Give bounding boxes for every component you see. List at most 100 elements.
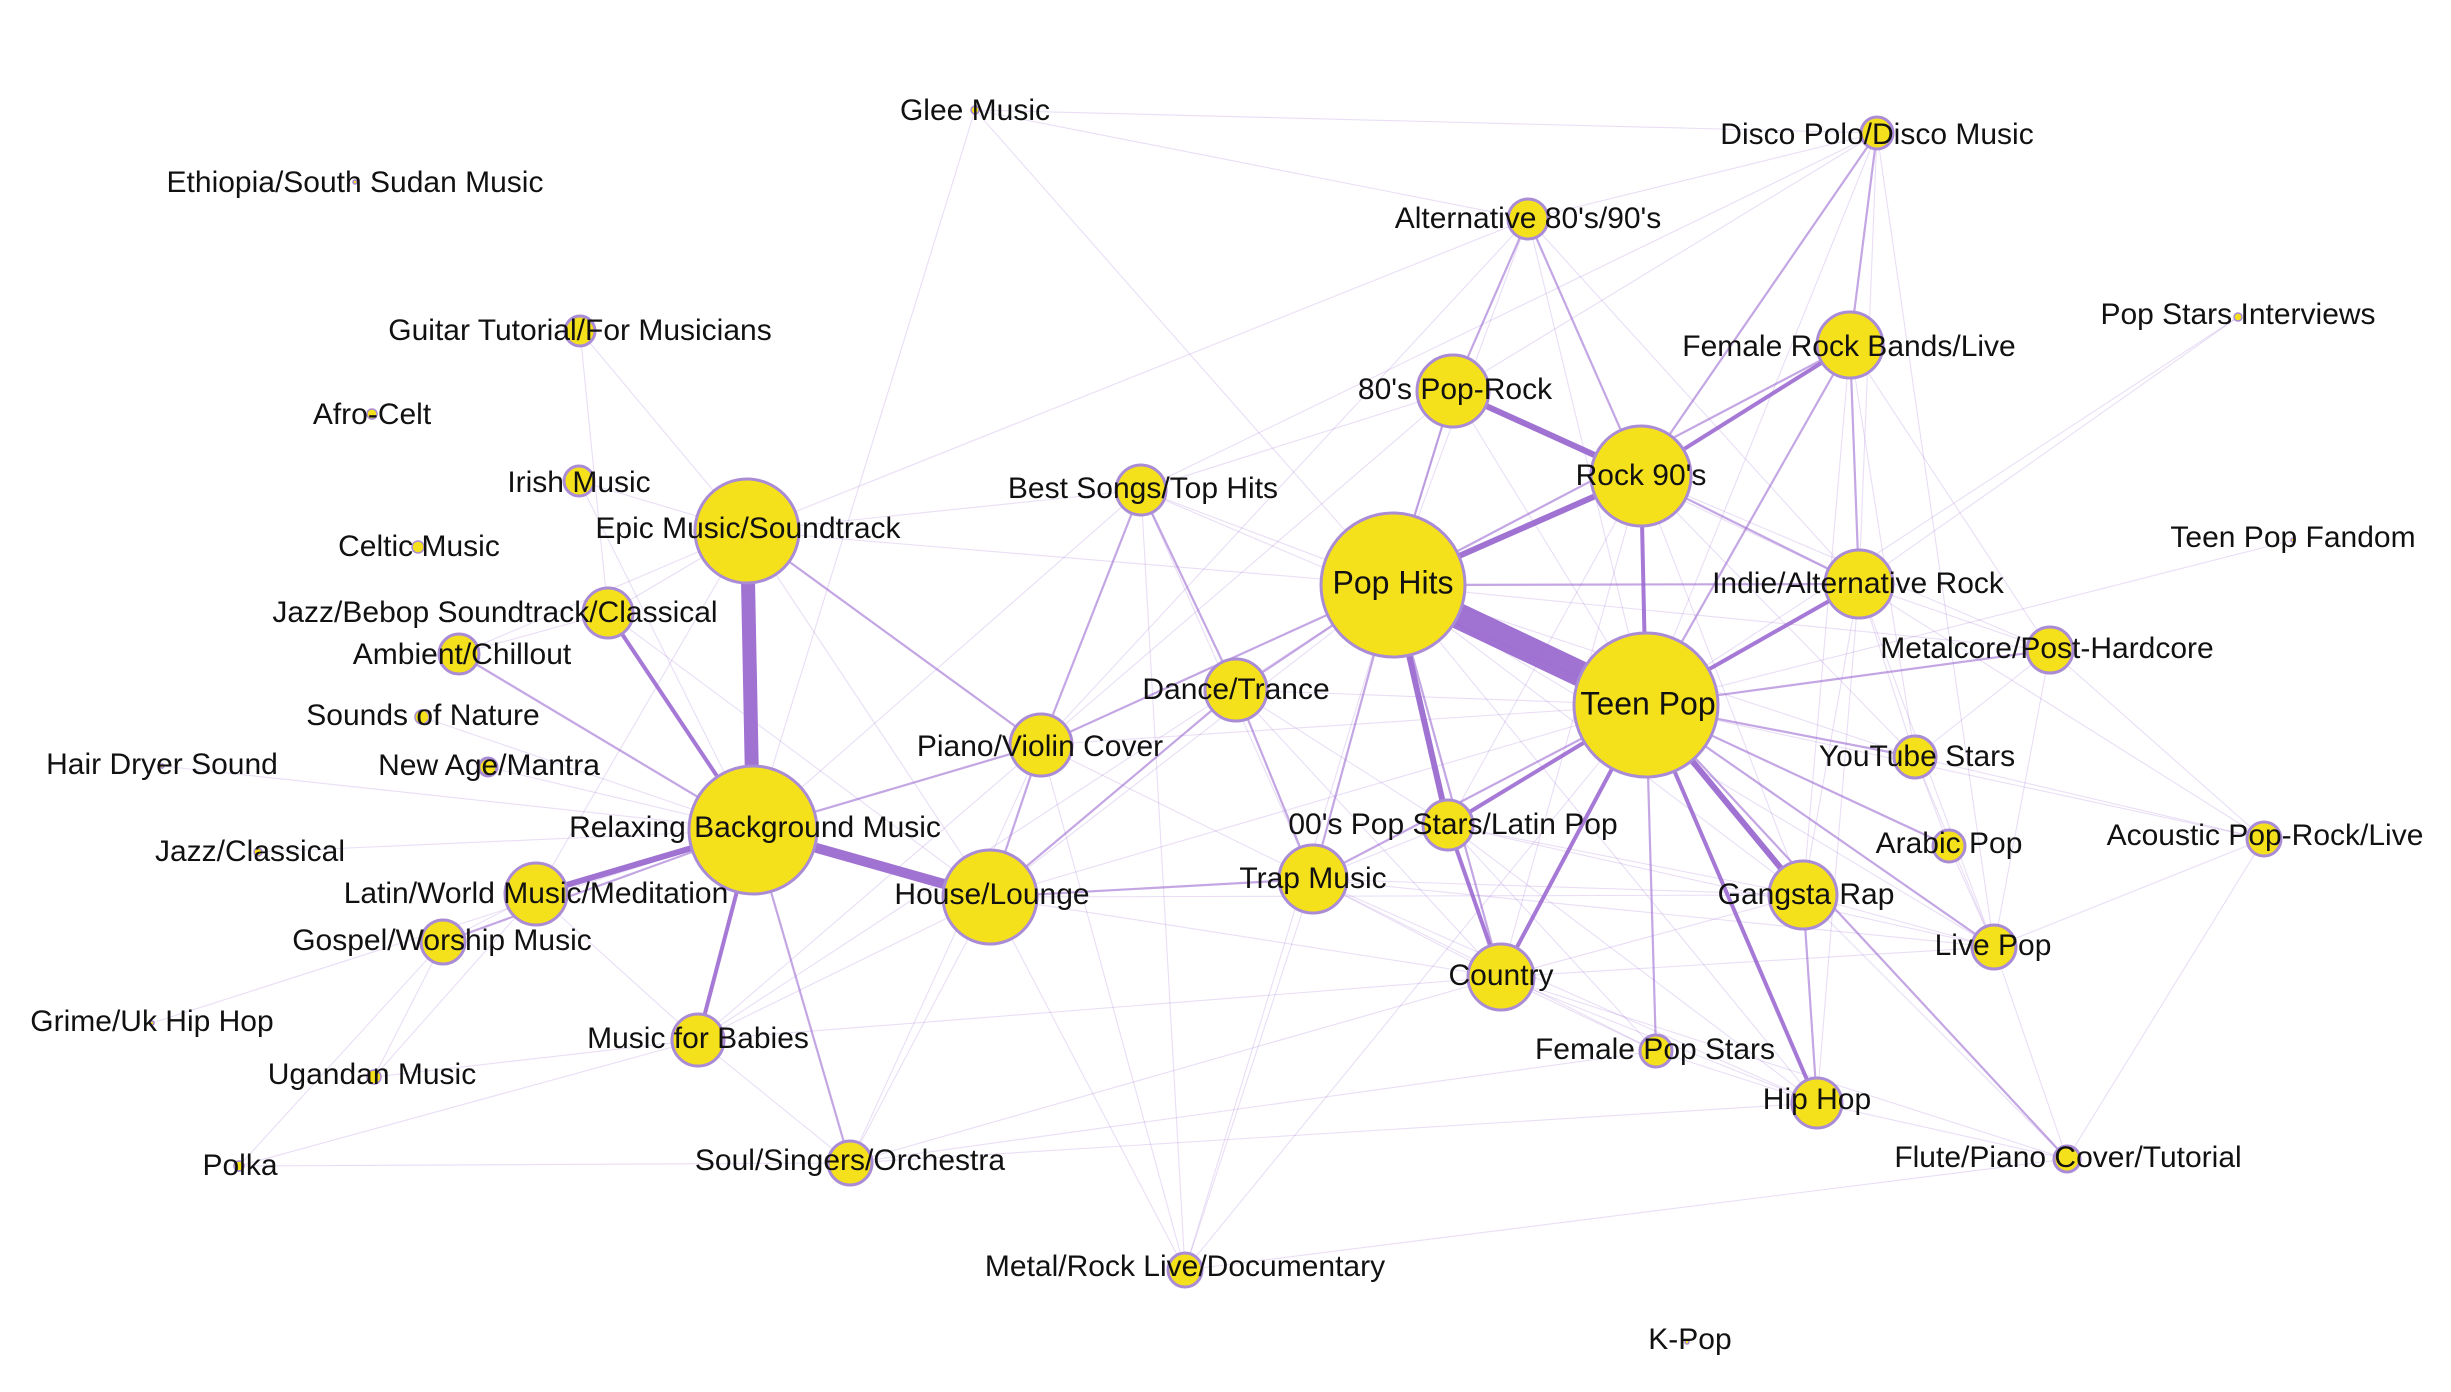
edge-piano-teen_pop <box>1040 704 1647 746</box>
edge-hip_hop-soul <box>849 1102 1818 1164</box>
edge-female_rock-youtube <box>1849 344 1916 758</box>
node-label-polka: Polka <box>202 1149 277 1182</box>
node-teen_pop <box>1572 631 1720 779</box>
node-label-glee: Glee Music <box>900 94 1050 127</box>
node-trap <box>1277 843 1349 915</box>
node-label-metal_live: Metal/Rock Live/Documentary <box>985 1250 1385 1283</box>
edge-youtube-acoustic <box>1914 756 2265 840</box>
edge-metalcore-youtube <box>1914 649 2051 758</box>
node-female_pop <box>1638 1033 1674 1069</box>
edge-alt80-piano <box>1040 218 1529 746</box>
node-afrocelt <box>366 408 378 420</box>
edge-country-babies <box>697 976 1502 1041</box>
node-indie <box>1823 548 1895 620</box>
node-kpop <box>1684 1339 1690 1345</box>
node-label-irish: Irish Music <box>507 466 650 499</box>
node-country <box>1466 942 1536 1012</box>
node-disco <box>1859 115 1895 151</box>
edge-rock90-gangsta <box>1640 475 1804 896</box>
edge-glee-relaxing <box>752 109 976 831</box>
node-label-pop80: 80's Pop-Rock <box>1358 373 1553 406</box>
edge-metalcore-acoustic <box>2049 649 2265 840</box>
edge-rock90-country <box>1500 475 1642 978</box>
edge-trap-gangsta <box>1312 878 1804 896</box>
edge-teen_pop-acoustic <box>1645 704 2265 840</box>
edge-acoustic-live_pop <box>1993 838 2265 948</box>
edge-pop_hits-hip_hop <box>1392 584 1818 1104</box>
edge-house-country <box>989 896 1502 978</box>
node-jazz_classical <box>253 847 263 857</box>
node-label-pop_hits: Pop Hits <box>1333 564 1454 600</box>
node-label-celtic: Celtic Music <box>338 530 500 563</box>
node-label-kpop: K-Pop <box>1648 1323 1731 1356</box>
node-female_rock <box>1815 310 1885 380</box>
edge-pop00-female_pop <box>1447 824 1657 1052</box>
node-label-jazz_classical: Jazz/Classical <box>155 835 345 868</box>
node-piano <box>1008 712 1074 778</box>
edge-pop00-gangsta <box>1447 824 1804 896</box>
edge-epic-alt80 <box>746 218 1529 532</box>
edge-house-gangsta <box>989 894 1804 898</box>
edge-female_pop-hip_hop <box>1655 1050 1818 1104</box>
node-babies <box>670 1012 726 1068</box>
edge-alt80-disco <box>1527 132 1878 220</box>
node-label-ambient: Ambient/Chillout <box>353 638 572 671</box>
node-label-gospel: Gospel/Worship Music <box>292 924 592 957</box>
edge-teen_fandom-teen_pop <box>1645 539 2294 706</box>
node-irish <box>562 464 596 498</box>
node-label-rock90: Rock 90's <box>1576 459 1707 492</box>
node-metal_live <box>1166 1251 1204 1289</box>
node-label-trap: Trap Music <box>1239 862 1386 895</box>
edge-acoustic-flute <box>2066 838 2265 1160</box>
node-label-teen_pop: Teen Pop <box>1580 685 1715 721</box>
edge-disco-teen_pop <box>1645 132 1878 706</box>
node-label-ethiopia: Ethiopia/South Sudan Music <box>167 166 544 199</box>
edge-alt80-indie <box>1527 218 1860 585</box>
node-label-best_songs: Best Songs/Top Hits <box>1008 472 1278 505</box>
node-label-hip_hop: Hip Hop <box>1763 1083 1871 1116</box>
edge-disco-live_pop <box>1876 132 1995 948</box>
edge-metal_live-best_songs <box>1140 489 1186 1271</box>
node-label-flute: Flute/Piano Cover/Tutorial <box>1894 1141 2241 1174</box>
edge-polka-soul <box>238 1162 851 1167</box>
edge-soul-piano <box>849 744 1042 1164</box>
edge-disco-rock90 <box>1640 132 1878 477</box>
node-new_age <box>477 756 499 778</box>
edge-gangsta-indie <box>1802 583 1860 896</box>
edge-house-pop_hits <box>989 584 1394 898</box>
node-soul <box>826 1139 874 1187</box>
edge-glee-disco <box>974 109 1878 134</box>
edge-guitar-jazz_bebop <box>579 330 609 614</box>
edge-flute-country <box>1500 976 2068 1160</box>
node-label-jazz_bebop: Jazz/Bebop Soundtrack/Classical <box>272 596 717 629</box>
edge-babies-house <box>697 896 991 1041</box>
node-label-guitar: Guitar Tutorial/For Musicians <box>388 314 771 347</box>
node-pop_hits <box>1319 511 1467 659</box>
node-hip_hop <box>1790 1076 1844 1130</box>
edge-alt80-teen_pop <box>1527 218 1647 706</box>
edge-epic-house <box>746 530 991 898</box>
node-rock90 <box>1589 424 1693 528</box>
node-epic <box>693 477 801 585</box>
edge-epic-best_songs <box>746 489 1142 532</box>
node-pop80 <box>1415 353 1491 429</box>
edge-teen_pop-flute <box>1645 704 2068 1160</box>
node-glee <box>970 105 980 115</box>
node-alt80 <box>1506 197 1550 241</box>
node-label-relaxing: Relaxing Background Music <box>569 811 941 844</box>
node-relaxing <box>687 764 819 896</box>
edge-female_rock-indie <box>1848 344 1861 585</box>
edge-pop00-hip_hop <box>1447 824 1818 1104</box>
edge-disco-pop80 <box>1452 132 1878 392</box>
edge-glee-alt80 <box>974 109 1529 220</box>
node-sounds_nature <box>414 709 430 725</box>
node-label-house: House/Lounge <box>894 878 1089 911</box>
edge-rock90-youtube <box>1640 475 1916 758</box>
edge-pop_hits-babies <box>697 584 1394 1041</box>
node-label-hair_dryer: Hair Dryer Sound <box>46 748 278 781</box>
edge-indie-acoustic <box>1858 583 2265 840</box>
node-metalcore <box>2025 625 2075 675</box>
node-label-ugandan: Ugandan Music <box>268 1058 476 1091</box>
node-label-grime: Grime/Uk Hip Hop <box>30 1005 273 1038</box>
